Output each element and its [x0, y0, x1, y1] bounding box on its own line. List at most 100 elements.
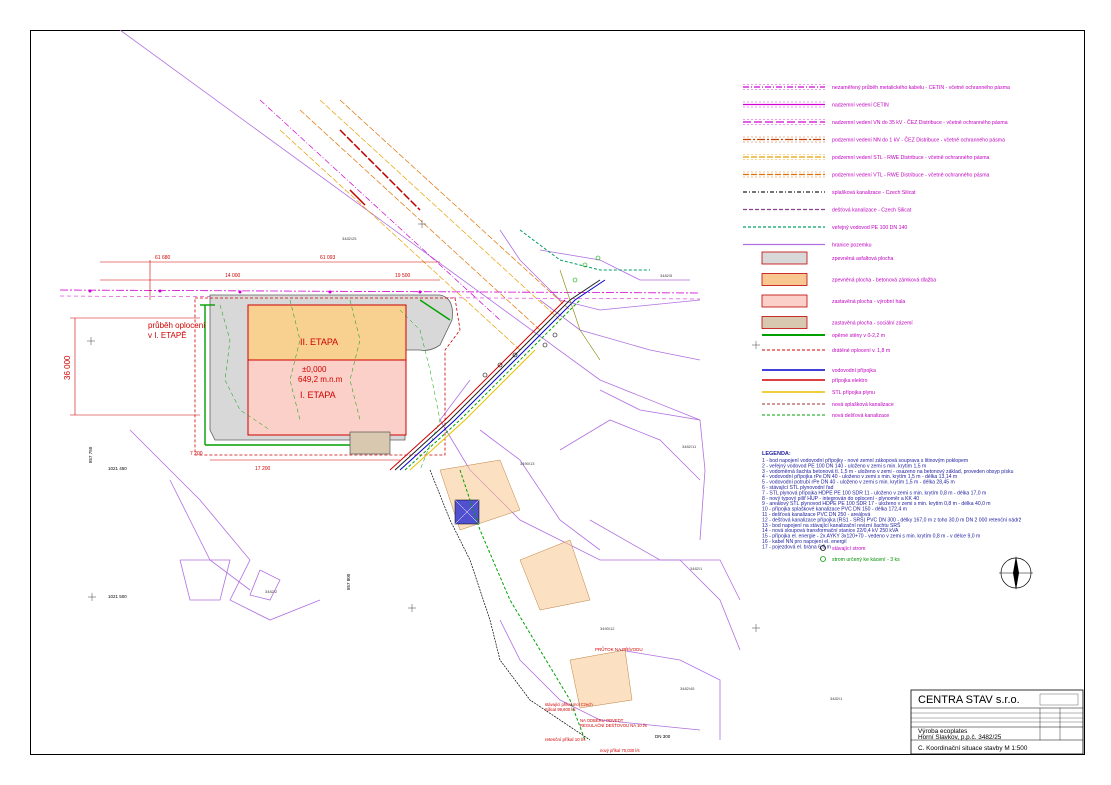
napojeni-1: NA ODBĚRU ODVEDT	[580, 718, 624, 723]
legend-utility-row: hranice pozemku	[743, 243, 872, 249]
north-arrow-icon	[999, 556, 1033, 590]
legend-surface-label: zpevněná plocha - betonová zámková dlažb…	[832, 278, 936, 284]
label-level2: 649,2 m.n.m	[298, 375, 343, 384]
tree-icon	[820, 545, 826, 551]
overhead-cetin-line	[59, 289, 701, 300]
legenda-item: 6 - stávající STL plynovodní řad	[762, 485, 834, 491]
legend-utility-row: nadzemní vedení VN do 35 kV - ČEZ Distri…	[743, 119, 1008, 126]
site-labels: II. ETAPA I. ETAPA ±0,000 649,2 m.n.m pr…	[63, 236, 843, 753]
parcel-6: 3490/12	[600, 626, 615, 631]
legend-line-label: nová splašková kanalizace	[832, 402, 894, 408]
legenda-item: 4 - vodovodní přípojka rPe DN 40 - ulože…	[762, 474, 957, 480]
legenda-item: 14 - nová sloupová transformační stanice…	[762, 528, 899, 534]
legenda-item: 13 - bod napojení na stávající kanalizač…	[762, 522, 901, 529]
legenda-item: 15 - přípojka el. energie - 2x AYKY 3x12…	[762, 534, 980, 540]
legenda-item: 8 - nový typový pilíř HUP - integrován d…	[762, 496, 919, 502]
legenda-item: 5 - vodovodní potrubí rPe DN 40 - uložen…	[762, 480, 955, 486]
prutok-label: PRŮTOK NA PŘÍVODU	[595, 645, 643, 652]
coord-2: 1021 500	[108, 594, 127, 599]
utility-corridor	[389, 229, 650, 741]
legenda-item: 7 - STL plynová přípojka HDPE PE 100 SDR…	[762, 490, 986, 496]
legend-utility-label: dešťová kanalizace - Czech Silicat	[832, 208, 912, 214]
legend-symbol-label: stávající strom	[832, 546, 865, 552]
legend-surface-row: zpevněná plocha - betonová zámková dlažb…	[761, 273, 936, 286]
dimension-lines	[70, 260, 440, 461]
legend-utility-label: nadzemní vedení CETIN	[832, 103, 889, 109]
legend-symbols: stávající strom strom určený ke kácení - …	[820, 545, 900, 563]
label-level1: ±0,000	[302, 365, 327, 374]
legenda-block: LEGENDA: 1 - bod napojení vodovodní příp…	[762, 451, 1022, 550]
tree-icon	[820, 556, 826, 562]
legend-line-label: vodovodní přípojka	[832, 368, 876, 374]
parcel-7: 3482/45	[680, 686, 695, 691]
legend-utility-row: podzemní vedení STL - RWE Distribuce - v…	[743, 154, 990, 161]
fence-note-2: v I. ETAPĚ	[148, 331, 187, 340]
coord-4: 857 800	[346, 573, 351, 590]
retencni-label: retenční příkal 10 l/s	[545, 737, 586, 742]
fence	[194, 297, 461, 456]
coord-1: 1021 450	[108, 466, 127, 471]
grid-crosses	[87, 220, 760, 632]
legend-symbol-row: strom určený ke kácení - 3 ks	[820, 556, 900, 563]
legend-line-row: drátěné oplocení v. 1,8 m	[762, 348, 890, 354]
retaining-walls	[200, 299, 451, 446]
dn300-label: DN 300	[655, 734, 671, 739]
napojeni-2: REGULAČNÍ DEŠŤOVOU NA 10 l/s	[580, 723, 647, 728]
social-facility	[349, 431, 391, 455]
label-etapa1: I. ETAPA	[300, 390, 336, 400]
legend-line-label: přípojka elektro	[832, 378, 868, 384]
legend-surface-label: zpevněná asfaltová plocha	[832, 256, 894, 262]
legend-line-label: drátěné oplocení v. 1,8 m	[832, 348, 890, 354]
legenda-item: 9 - areálový STL plynovod HDPE PE 100 SD…	[762, 501, 991, 507]
silicat-label: Silicat 99,600 l/s	[545, 707, 576, 712]
grid-dash-lines	[219, 299, 441, 471]
trees	[482, 255, 601, 378]
dim-36: 36 000	[63, 355, 72, 380]
label-etapa2: II. ETAPA	[300, 337, 338, 347]
legend-surfaces: zpevněná asfaltová plocha zpevněná plocha…	[761, 251, 936, 329]
legend-utility-row: podzemní vedení VTL - RWE Distribuce - v…	[743, 171, 990, 179]
dim-14: 14 000	[225, 273, 241, 279]
project-line-2: Horní Slavkov, p.p.č. 3482/25	[918, 734, 1002, 741]
legend-utility-label: nadzemní vedení VN do 35 kV - ČEZ Distri…	[832, 119, 1008, 126]
drawing-frame	[30, 30, 1085, 755]
legend-utility-row: nadzemní vedení CETIN	[743, 101, 889, 109]
legend-line-row: nová dešťová kanalizace	[762, 413, 889, 419]
legenda-item: 12 - dešťová kanalizace přípojka (RS1 - …	[762, 516, 1022, 523]
transformer-station	[454, 499, 480, 525]
legend-utility-label: veřejný vodovod PE 100 DN 140	[832, 225, 907, 231]
legend-symbol-label: strom určený ke kácení - 3 ks	[832, 557, 900, 563]
company-stamp	[1039, 693, 1079, 706]
legend-surface-label: zastavěná plocha - sociální zázemí	[832, 321, 913, 327]
legend-symbol-row: stávající strom	[820, 545, 865, 552]
novy-prikal-label: nový příkal 70,030 l/s	[600, 748, 640, 753]
legend-surface-row: zpevněná asfaltová plocha	[761, 251, 894, 265]
project-line-1: Výroba ecoplates	[918, 728, 967, 735]
legenda-title: LEGENDA:	[762, 451, 791, 457]
parcel-9: 3482/2	[265, 589, 278, 594]
legenda-item: 11 - dešťová kanalizace PVC DN 250 - are…	[762, 512, 870, 518]
legend-utility-row: veřejný vodovod PE 100 DN 140	[743, 225, 907, 231]
dim-19: 19 500	[395, 273, 411, 279]
legend-utility-label: hranice pozemku	[832, 243, 872, 249]
fence-note-1: průběh oplocení	[148, 321, 206, 330]
legenda-item: 1 - bod napojení vodovodní přípojky - no…	[762, 458, 968, 464]
legend-surface-label: zastavěná plocha - výrobní hala	[832, 299, 905, 305]
parcel-5: 3490/13	[520, 461, 535, 466]
legend-utility-label: nezaměřený průběh metalického kabelu - C…	[832, 84, 1010, 91]
parcel-4: 3482/1	[690, 566, 703, 571]
building-hall	[247, 304, 407, 436]
dim-7: 7 200	[190, 451, 203, 457]
company-name: CENTRA STAV s.r.o.	[918, 694, 1020, 706]
coord-3: 857 750	[88, 446, 93, 463]
legenda-item: 16 - kabel NN pro napojení el. energií	[762, 539, 847, 545]
dim-61: 61 680	[155, 255, 171, 261]
parcel-3: 3482/11	[682, 444, 697, 449]
legend-line-label: nová dešťová kanalizace	[832, 413, 889, 419]
parcel-8: 3482/1	[830, 696, 843, 701]
legend-utility-label: podzemní vedení NN do 1 kV - ČEZ Distrib…	[832, 137, 1005, 144]
legend-utility-row: splašková kanalizace - Czech Silicat	[743, 190, 916, 196]
